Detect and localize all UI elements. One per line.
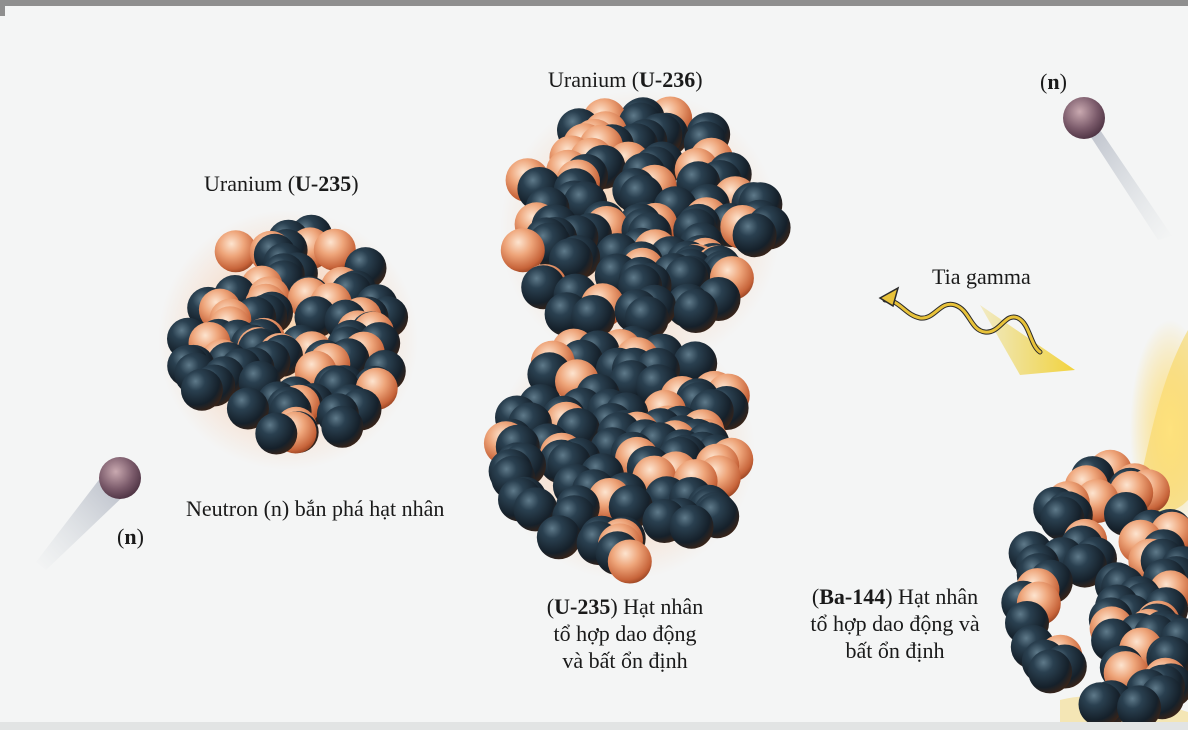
label-uranium-236: Uranium (U-236) bbox=[548, 66, 703, 93]
emitted-neutron bbox=[1063, 97, 1172, 240]
label-neutron-bombard: Neutron (n) bắn phá hạt nhân bbox=[186, 495, 444, 522]
neutron-sphere bbox=[733, 213, 777, 257]
proton-sphere bbox=[608, 540, 652, 584]
neutron-sphere bbox=[321, 406, 363, 448]
label-neutron-bottom: (n) bbox=[117, 523, 144, 550]
label-gamma-ray: Tia gamma bbox=[932, 263, 1031, 290]
label-neutron-top: (n) bbox=[1040, 68, 1067, 95]
neutron-sphere bbox=[181, 369, 223, 411]
nucleus-ba144 bbox=[1001, 450, 1188, 730]
label-uranium-235: Uranium (U-235) bbox=[204, 170, 359, 197]
neutron-sphere bbox=[670, 505, 714, 549]
bottom-border bbox=[0, 722, 1188, 730]
neutron-sphere bbox=[674, 289, 718, 333]
label-ba144-excited: (Ba-144) Hạt nhân tổ hợp dao động và bất… bbox=[770, 583, 1020, 664]
label-u235-excited: (U-235) Hạt nhân tổ hợp dao động và bất … bbox=[520, 593, 730, 674]
neutron-sphere bbox=[1079, 682, 1123, 726]
incoming-neutron bbox=[36, 457, 141, 570]
neutron-sphere bbox=[1028, 649, 1072, 693]
gamma-ray bbox=[880, 288, 1075, 375]
neutron-sphere bbox=[255, 413, 297, 455]
neutron-sphere bbox=[537, 515, 581, 559]
